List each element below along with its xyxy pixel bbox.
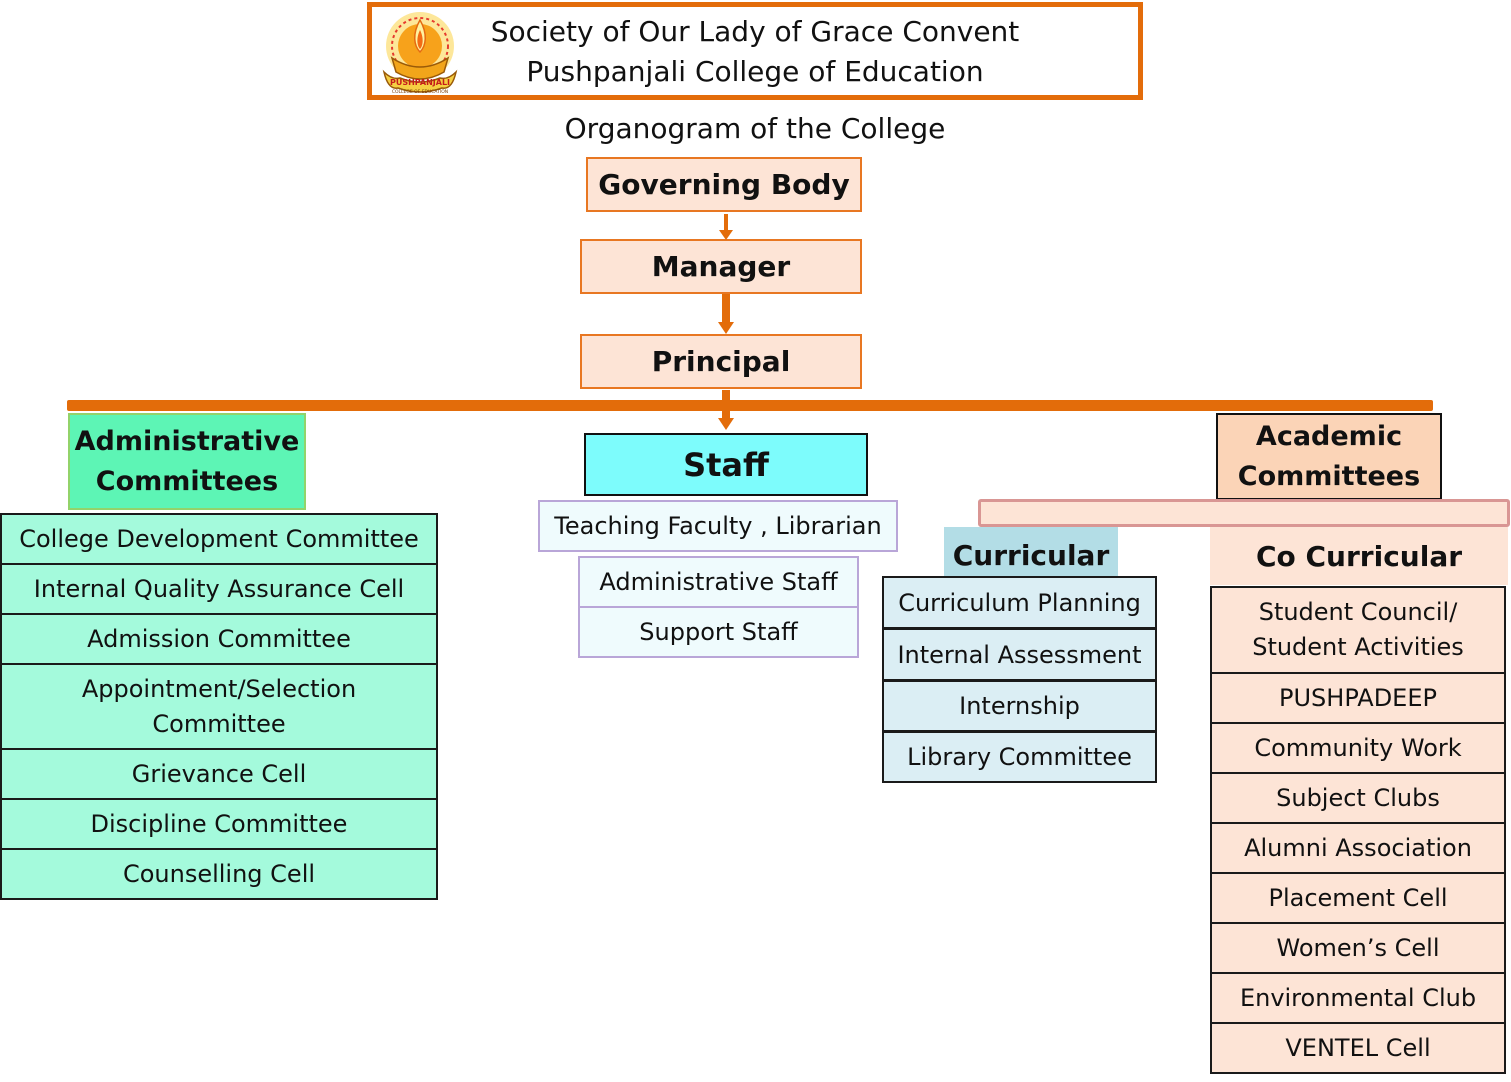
co-curricular-item: PUSHPADEEP [1210, 672, 1506, 724]
curricular-item: Library Committee [882, 731, 1157, 783]
arrow-governing-to-manager [719, 214, 733, 240]
academic-committees-header: Academic Committees [1216, 413, 1442, 500]
admin-item: Counselling Cell [0, 848, 438, 900]
co-curricular-item: Environmental Club [1210, 972, 1506, 1024]
admin-item: Internal Quality Assurance Cell [0, 563, 438, 615]
admin-item: College Development Committee [0, 513, 438, 565]
co-curricular-item: Community Work [1210, 722, 1506, 774]
college-name: Pushpanjali College of Education [526, 55, 984, 88]
academic-branch-bar [978, 499, 1510, 527]
society-name: Society of Our Lady of Grace Convent [490, 15, 1020, 48]
admin-item: Appointment/Selection Committee [0, 663, 438, 750]
curricular-item: Curriculum Planning [882, 576, 1157, 629]
admin-item: Admission Committee [0, 613, 438, 665]
administrative-committees-header: Administrative Committees [68, 413, 306, 510]
co-curricular-item: VENTEL Cell [1210, 1022, 1506, 1074]
staff-header: Staff [584, 433, 868, 496]
co-curricular-item: Women’s Cell [1210, 922, 1506, 974]
academic-title-line1: Academic [1255, 420, 1403, 452]
co-curricular-item: Placement Cell [1210, 872, 1506, 924]
academic-title-line2: Committees [1237, 460, 1421, 492]
curricular-item: Internship [882, 680, 1157, 732]
principal-box: Principal [580, 334, 862, 389]
staff-item: Administrative Staff [578, 556, 859, 608]
co-curricular-item: Student Council/ Student Activities [1210, 586, 1506, 674]
governing-body-box: Governing Body [586, 157, 862, 212]
staff-item: Teaching Faculty , Librarian [538, 500, 898, 552]
header-text: Society of Our Lady of Grace Convent Pus… [470, 12, 1040, 92]
staff-item: Support Staff [578, 606, 859, 658]
co-curricular-header: Co Curricular [1210, 527, 1508, 585]
header-banner [367, 2, 1143, 100]
svg-text:PUSHPANJALI: PUSHPANJALI [390, 78, 450, 87]
admin-title-line1: Administrative [74, 425, 300, 457]
admin-item: Discipline Committee [0, 798, 438, 850]
svg-text:COLLEGE OF EDUCATION: COLLEGE OF EDUCATION [392, 89, 448, 95]
college-logo: PUSHPANJALI COLLEGE OF EDUCATION [378, 6, 462, 98]
admin-item: Grievance Cell [0, 748, 438, 800]
branch-connector-bar [67, 400, 1433, 411]
admin-title-line2: Committees [95, 465, 279, 497]
arrow-manager-to-principal [718, 294, 734, 334]
manager-box: Manager [580, 239, 862, 294]
co-curricular-item: Alumni Association [1210, 822, 1506, 874]
curricular-item: Internal Assessment [882, 628, 1157, 681]
organogram-title: Organogram of the College [564, 111, 946, 145]
curricular-header: Curricular [944, 527, 1118, 583]
co-curricular-item: Subject Clubs [1210, 772, 1506, 824]
